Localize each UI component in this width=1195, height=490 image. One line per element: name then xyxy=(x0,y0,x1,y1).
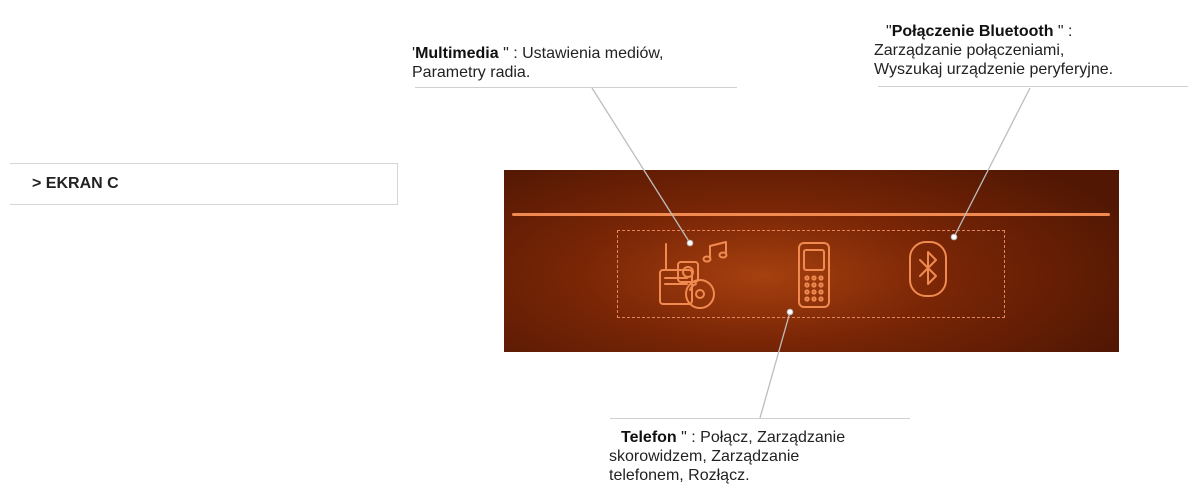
callout-multimedia: 'Multimedia " : Ustawienia mediów, Param… xyxy=(412,44,664,82)
callout-bluetooth-title: Połączenie Bluetooth xyxy=(891,23,1054,40)
callout-phone-title: Telefon xyxy=(621,429,677,446)
callout-bluetooth: "Połączenie Bluetooth " : Zarządzanie po… xyxy=(874,22,1113,79)
section-header-box: > EKRAN C xyxy=(10,163,398,205)
bluetooth-icon[interactable] xyxy=(906,238,950,302)
multimedia-icon[interactable] xyxy=(656,240,736,312)
callout-multimedia-line2: Parametry radia. xyxy=(412,64,531,81)
callout-bluetooth-line1: "Połączenie Bluetooth " : xyxy=(886,23,1073,40)
callout-phone-overline xyxy=(610,418,910,419)
callout-multimedia-title: Multimedia xyxy=(415,45,499,62)
callout-multimedia-underline xyxy=(415,87,737,88)
callout-phone-line2: skorowidzem, Zarządzanie xyxy=(609,448,800,465)
section-title: > EKRAN C xyxy=(32,175,119,192)
callout-bluetooth-line2: Zarządzanie połączeniami, xyxy=(874,42,1065,59)
callout-multimedia-line1: 'Multimedia " : Ustawienia mediów, xyxy=(412,45,664,62)
phone-icon[interactable] xyxy=(794,240,834,310)
callout-phone-line3: telefonem, Rozłącz. xyxy=(609,467,750,484)
callout-bluetooth-line3: Wyszukaj urządzenie peryferyjne. xyxy=(874,61,1114,78)
callout-phone-line1: Telefon " : Połącz, Zarządzanie xyxy=(621,429,846,446)
menu-selection-frame xyxy=(617,230,1005,318)
display-screen xyxy=(504,170,1119,352)
callout-phone: Telefon " : Połącz, Zarządzanie skorowid… xyxy=(609,428,845,485)
screen-divider xyxy=(512,213,1110,216)
callout-bluetooth-underline xyxy=(878,86,1188,87)
